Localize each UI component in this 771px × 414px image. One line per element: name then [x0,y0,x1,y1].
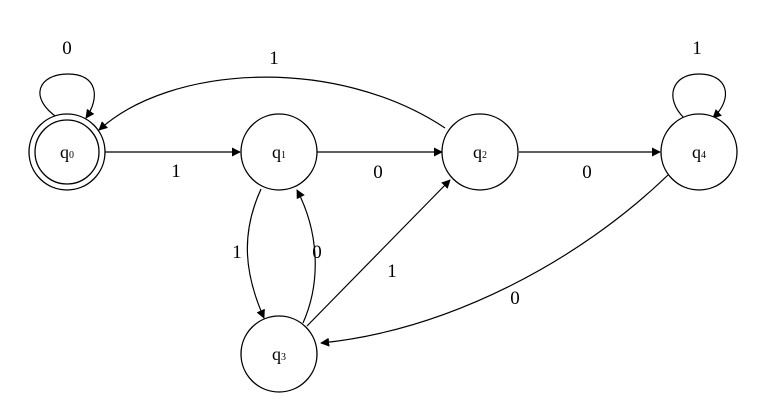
state-q4-circle [660,113,738,191]
transition-q3-q1 [296,189,316,324]
label-q2-q4: 0 [582,162,592,183]
transition-q3-q2 [306,179,451,327]
state-q4-label: q4 [692,142,706,162]
label-q4-self: 1 [692,38,702,59]
state-q3: q3 [240,315,318,393]
state-q3-circle [240,315,318,393]
transition-q4-self [672,73,727,119]
label-q0-self: 0 [62,38,72,59]
transition-q2-q0 [98,76,446,131]
label-q1-q2: 0 [373,162,383,183]
state-q3-label: q3 [272,344,286,364]
state-q2-circle [441,113,519,191]
transition-q4-q3 [320,174,669,347]
state-q1-label: q1 [272,142,286,162]
state-q1-circle [240,113,318,191]
state-q0-label: q0 [60,142,74,162]
label-q4-q3: 0 [510,288,520,309]
state-q0-inner-ring [34,119,100,185]
state-q0: q0 [28,113,106,191]
state-q4: q4 [660,113,738,191]
label-q2-q0: 1 [269,48,279,69]
state-q2: q2 [441,113,519,191]
transition-q1-q3 [246,188,265,319]
label-q0-q1: 1 [171,161,181,182]
state-q2-label: q2 [473,142,487,162]
transition-q0-self [39,73,95,119]
state-q1: q1 [240,113,318,191]
label-q3-q2: 1 [387,261,397,282]
label-q3-q1: 0 [312,242,322,263]
label-q1-q3: 1 [232,242,242,263]
